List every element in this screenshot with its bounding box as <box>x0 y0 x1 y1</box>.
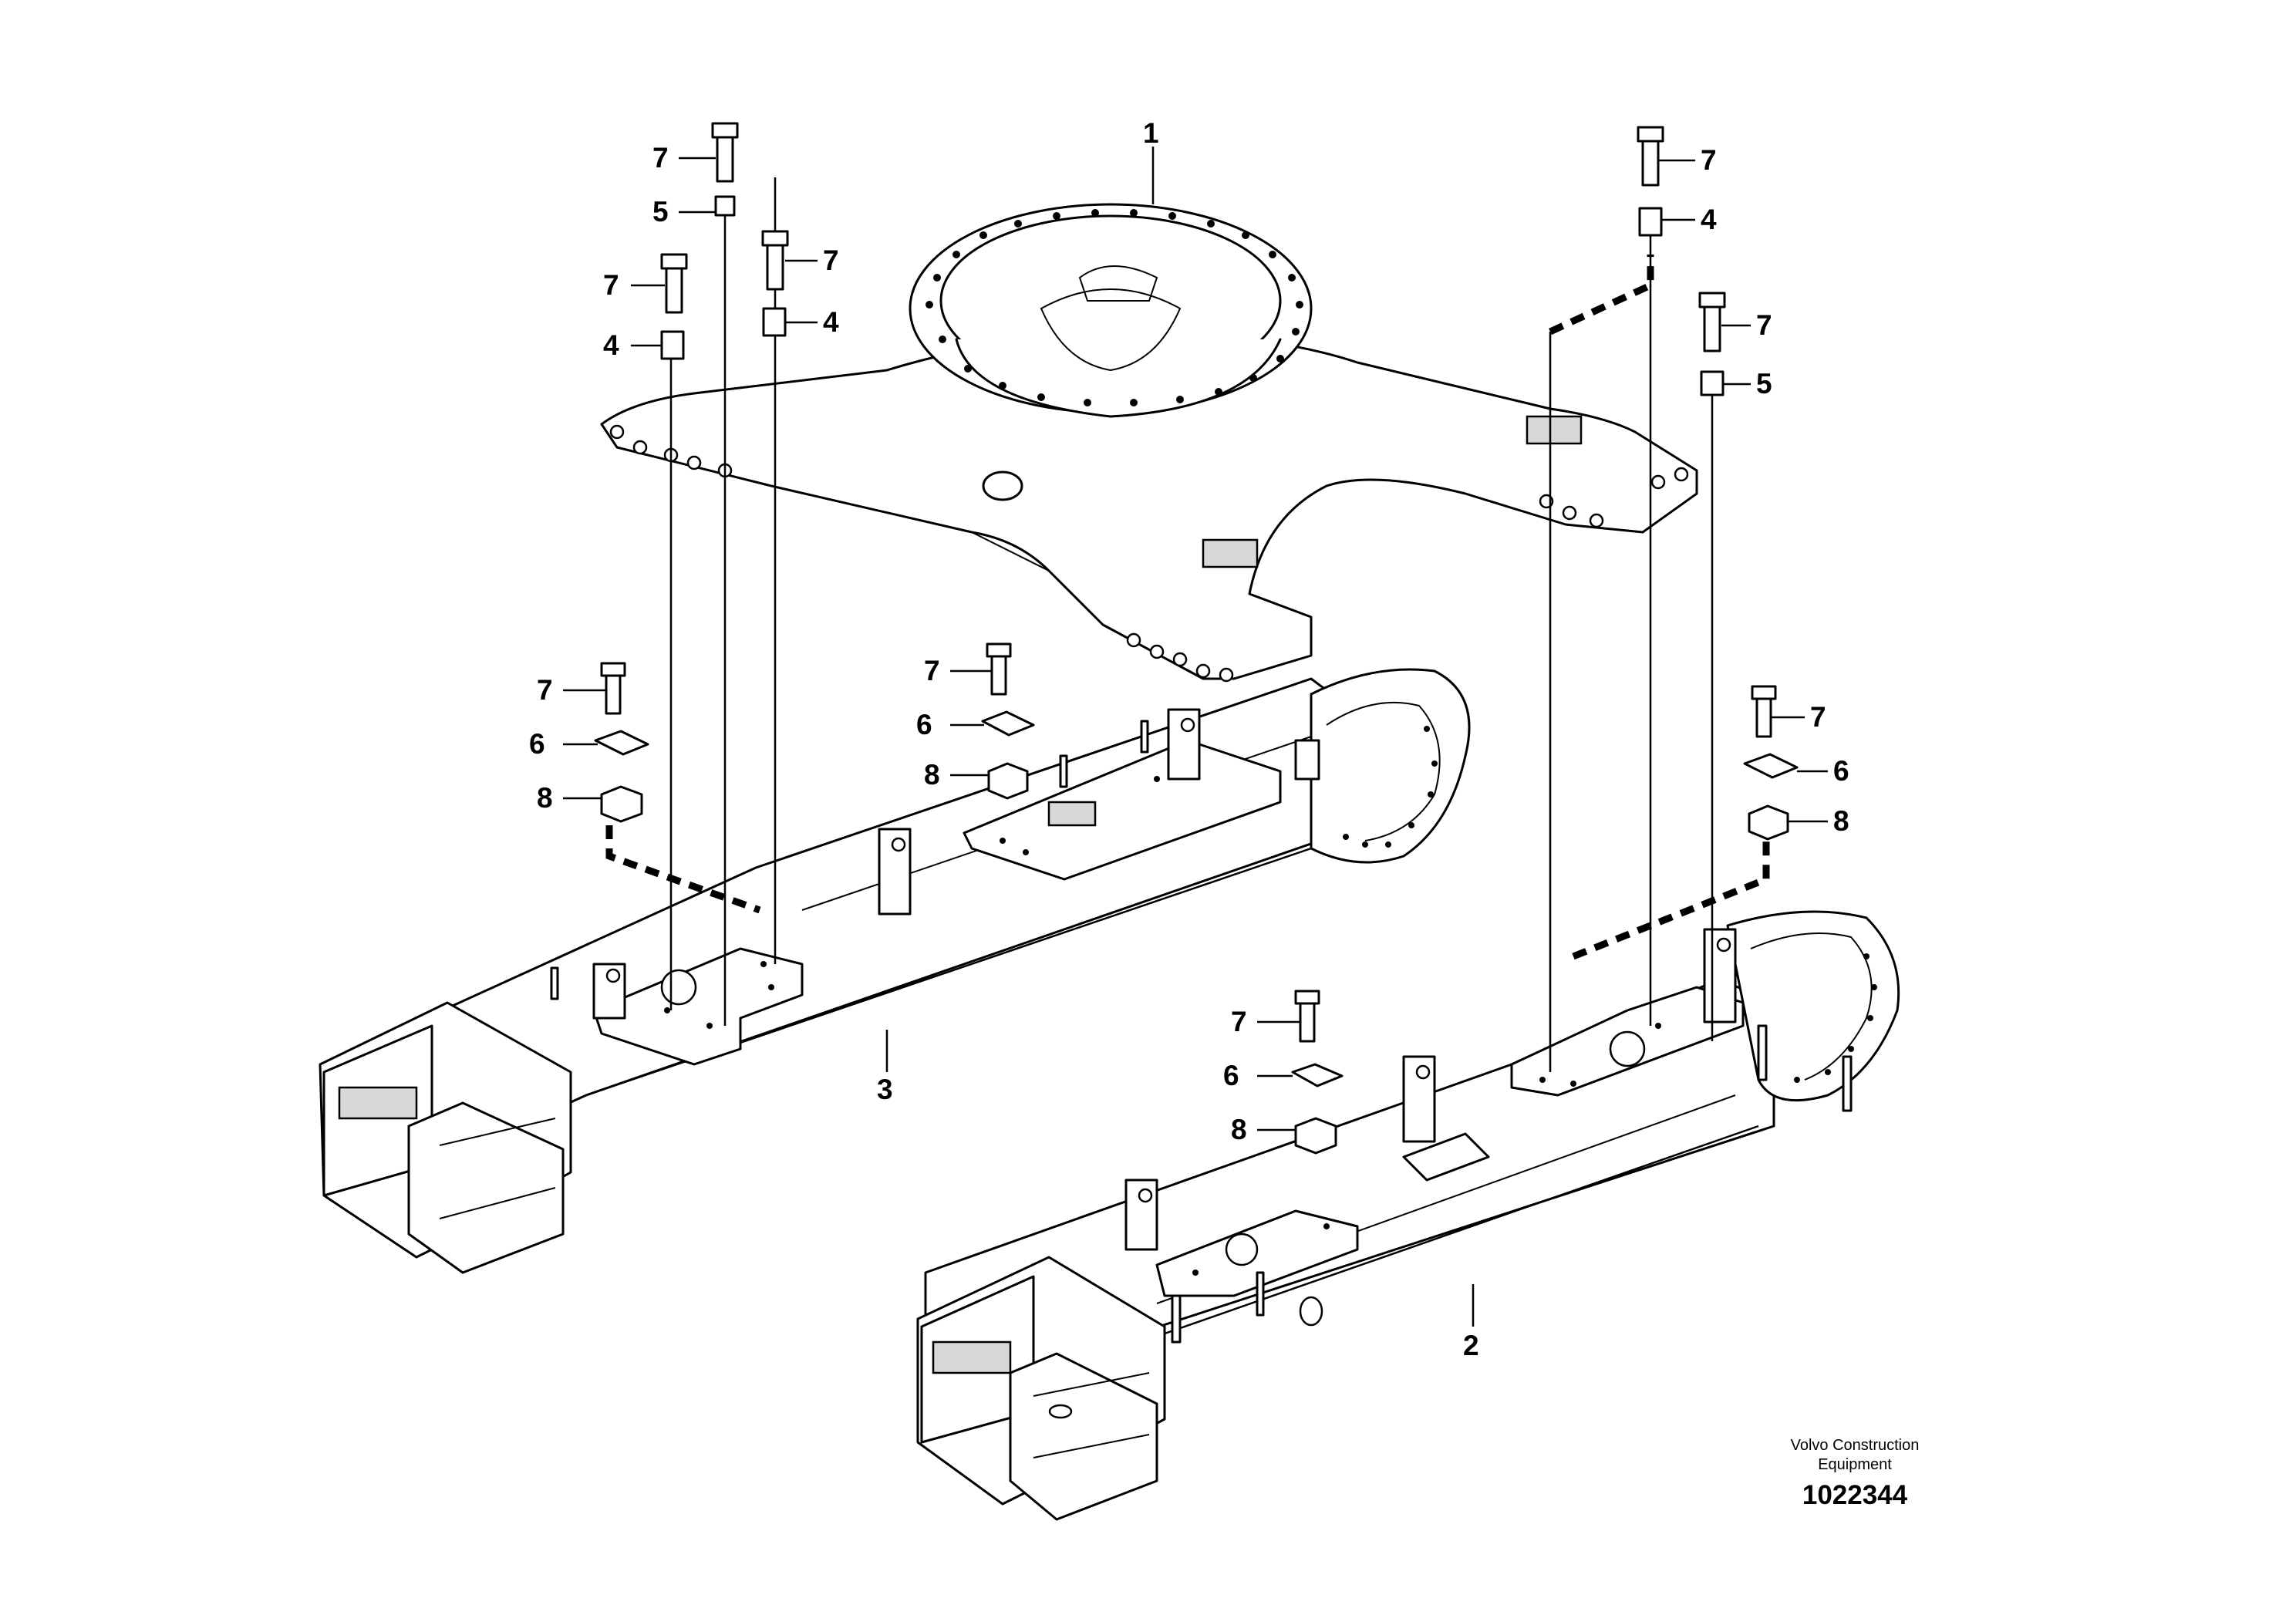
callout-7: 7 <box>1701 144 1717 176</box>
callout-8: 8 <box>1833 805 1849 837</box>
brand-subline: Equipment <box>1818 1456 1892 1473</box>
callout-5: 5 <box>652 196 669 228</box>
fasteners <box>563 122 1828 1327</box>
callout-7: 7 <box>1810 701 1826 733</box>
callout-7: 7 <box>924 655 940 686</box>
callout-labels: 1 7 5 7 4 7 4 7 4 7 5 7 6 8 7 6 8 7 6 8 … <box>529 117 1849 1361</box>
footer-credit: Volvo Construction Equipment 1022344 <box>1791 1437 1920 1510</box>
callout-7: 7 <box>652 142 669 174</box>
callout-7: 7 <box>603 269 619 301</box>
callout-3: 3 <box>877 1074 893 1105</box>
callout-7: 7 <box>537 674 553 706</box>
drawing-number: 1022344 <box>1802 1480 1908 1510</box>
callout-4: 4 <box>1701 204 1717 235</box>
brand-name: Volvo Construction <box>1791 1437 1920 1454</box>
callout-7: 7 <box>1756 309 1772 341</box>
callout-6: 6 <box>529 728 545 760</box>
callout-7: 7 <box>1231 1006 1247 1037</box>
center-frame <box>600 203 1698 683</box>
callout-8: 8 <box>1231 1114 1247 1145</box>
callout-8: 8 <box>924 759 940 791</box>
callout-6: 6 <box>1223 1060 1239 1091</box>
callout-4: 4 <box>823 306 839 338</box>
callout-7: 7 <box>823 244 839 276</box>
callout-8: 8 <box>537 782 553 814</box>
track-frame-right <box>916 910 1900 1521</box>
callout-4: 4 <box>603 329 619 361</box>
callout-6: 6 <box>1833 755 1849 787</box>
callout-1: 1 <box>1143 117 1159 149</box>
track-frame-left <box>319 668 1471 1274</box>
callout-5: 5 <box>1756 368 1772 400</box>
callout-6: 6 <box>916 709 932 740</box>
callout-2: 2 <box>1463 1330 1479 1361</box>
